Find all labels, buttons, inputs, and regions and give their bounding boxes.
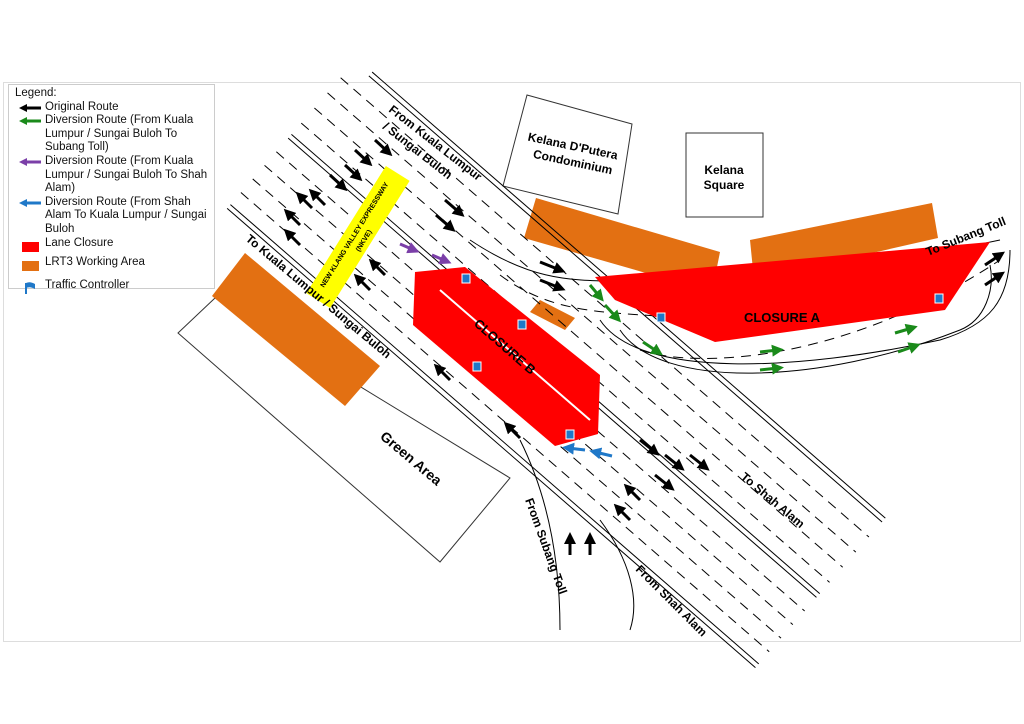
flag-icon [25, 281, 35, 294]
legend-item: Diversion Route (From Kuala Lumpur / Sun… [15, 114, 214, 155]
route-arrows [283, 138, 1005, 555]
legend-item: LRT3 Working Area [15, 256, 214, 271]
kelana-square-building: Kelana Square [685, 132, 764, 218]
kelana-dputera-building: Kelana D'Putera Condominium [502, 94, 633, 215]
flag-icon [472, 361, 482, 372]
svg-text:Square: Square [704, 178, 745, 192]
flag-icon [565, 429, 575, 440]
svg-text:NEW KLANG VALLEY EXPRESSWAY: NEW KLANG VALLEY EXPRESSWAY [320, 181, 391, 289]
arrow-left-icon [19, 103, 41, 112]
legend: Legend: Original Route Diversion Route (… [8, 84, 215, 294]
arrow-left-icon [19, 117, 41, 126]
label-from-shah-alam: From Shah Alam [633, 562, 710, 639]
map-frame [3, 82, 1021, 642]
arrow-left-icon [19, 157, 41, 166]
legend-title: Legend: [15, 87, 57, 99]
green-area: Green Area [177, 297, 511, 563]
orange-box-icon [21, 260, 39, 271]
legend-item: Diversion Route (From Kuala Lumpur / Sun… [15, 155, 214, 196]
closure-b: CLOSURE B [413, 267, 600, 446]
legend-item: Traffic Controller [15, 279, 214, 294]
closure-a: CLOSURE A [595, 242, 990, 342]
lrt3-area [524, 198, 720, 292]
flag-icon [934, 293, 944, 304]
arrow-left-icon [19, 198, 41, 207]
red-box-icon [21, 241, 39, 252]
flag-icon [656, 312, 666, 323]
nkve-label: NEW KLANG VALLEY EXPRESSWAY (NKVE) [306, 165, 410, 309]
legend-item: Original Route [15, 101, 214, 115]
svg-text:CLOSURE A: CLOSURE A [744, 310, 821, 325]
label-to-shah-alam: To Shah Alam [738, 470, 807, 531]
flag-icon [517, 319, 527, 330]
lrt3-area [212, 253, 380, 406]
legend-item: Diversion Route (From Shah Alam To Kuala… [15, 196, 214, 237]
legend-item: Lane Closure [15, 237, 214, 252]
flag-icon [461, 273, 471, 284]
traffic-controllers [461, 273, 944, 440]
svg-text:Kelana: Kelana [704, 163, 744, 177]
